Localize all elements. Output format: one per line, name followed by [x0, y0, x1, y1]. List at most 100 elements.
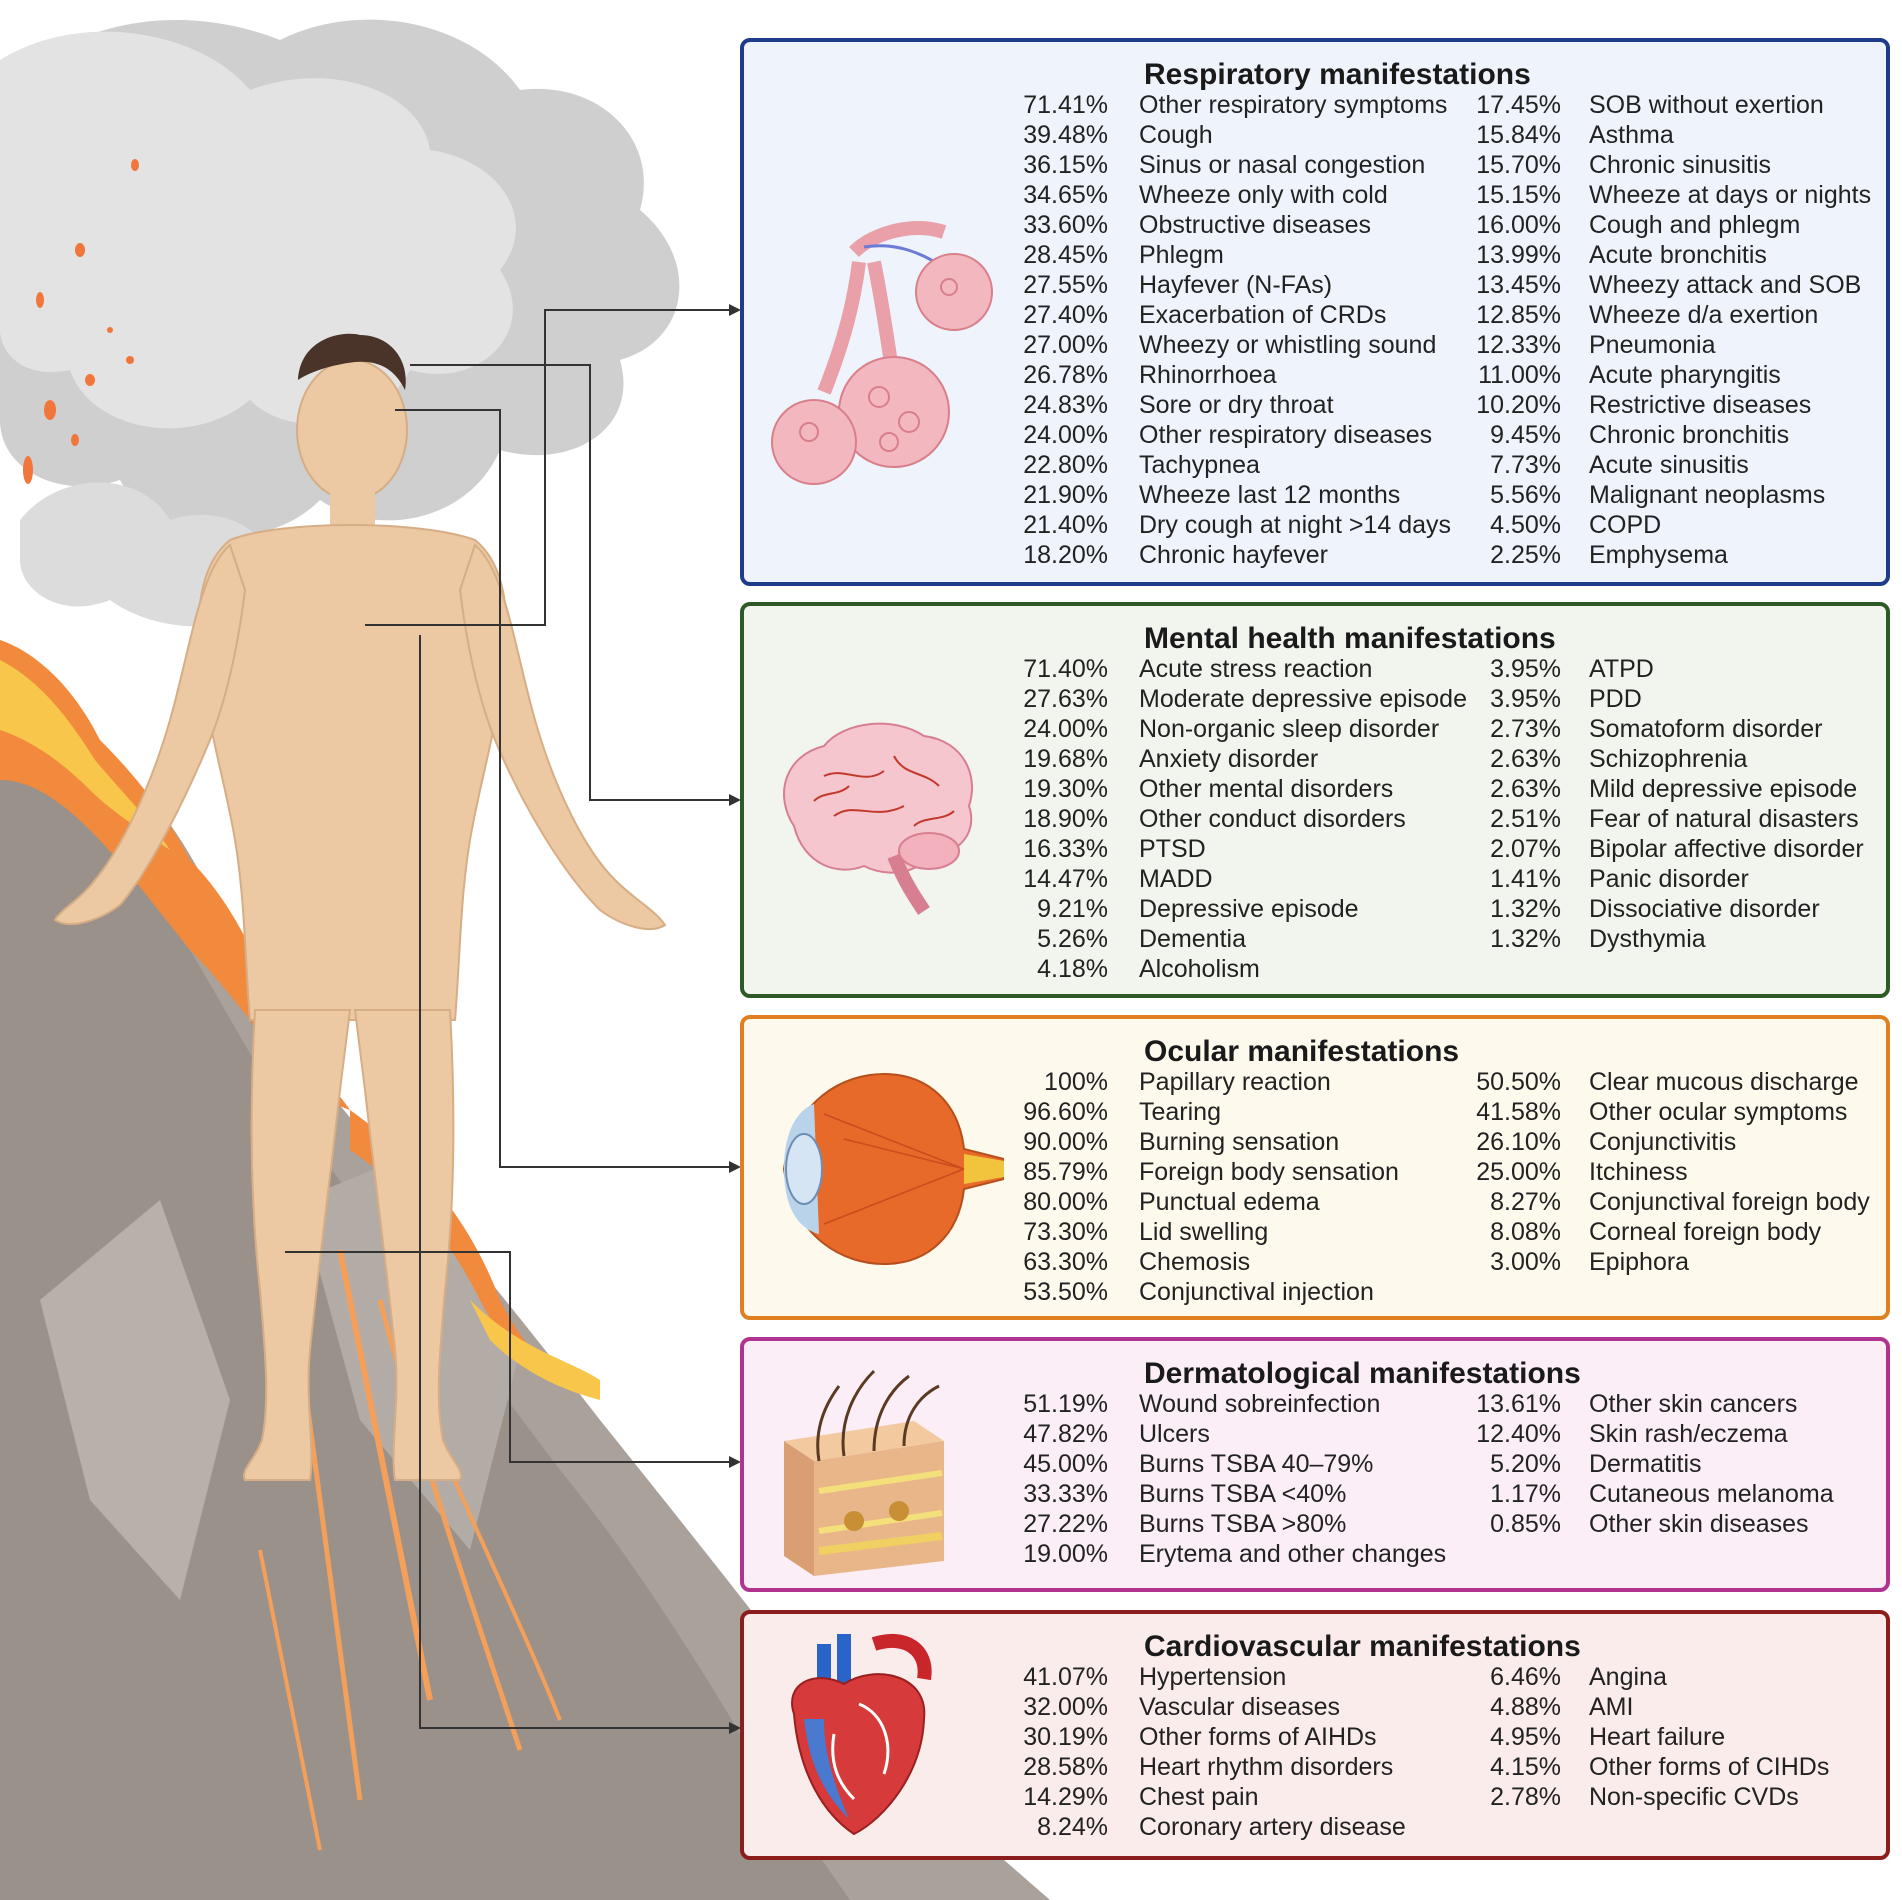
percentage-value: 5.56%: [1490, 481, 1561, 509]
percentage-value: 2.73%: [1490, 715, 1561, 743]
respiratory-left-row: 27.55%Hayfever (N-FAs): [744, 270, 1884, 300]
respiratory-left-row: 24.83%Sore or dry throat: [744, 390, 1884, 420]
respiratory-left-row: 27.40%Exacerbation of CRDs: [744, 300, 1884, 330]
mental-left-row: 71.40%Acute stress reaction: [744, 654, 1884, 684]
percentage-value: 32.00%: [1023, 1693, 1108, 1721]
respiratory-right-row: 13.99%Acute bronchitis: [744, 240, 1884, 270]
manifestation-label: Asthma: [1589, 121, 1674, 149]
ocular-left-row: 63.30%Chemosis: [744, 1247, 1884, 1277]
mental-left-row: 27.63%Moderate depressive episode: [744, 684, 1884, 714]
mental-left-row: 9.21%Depressive episode: [744, 894, 1884, 924]
percentage-value: 2.25%: [1490, 541, 1561, 569]
eye-icon: [782, 1072, 1004, 1266]
respiratory-right-row: 2.25% Emphysema: [744, 540, 1884, 570]
percentage-value: 21.40%: [1023, 511, 1108, 539]
percentage-value: 1.32%: [1490, 925, 1561, 953]
percentage-value: 33.33%: [1023, 1480, 1108, 1508]
manifestation-label: Dermatitis: [1589, 1450, 1702, 1478]
manifestation-label: Other respiratory diseases: [1139, 421, 1433, 449]
manifestation-label: Heart rhythm disorders: [1139, 1753, 1394, 1781]
manifestation-label: Rhinorrhoea: [1139, 361, 1277, 389]
mental-health-panel: Mental health manifestations 71.40%Acute…: [740, 602, 1890, 998]
manifestation-label: Tearing: [1139, 1098, 1221, 1126]
manifestation-label: Erytema and other changes: [1139, 1540, 1447, 1568]
percentage-value: 5.26%: [1037, 925, 1108, 953]
manifestation-label: Restrictive diseases: [1589, 391, 1812, 419]
manifestation-label: Chronic sinusitis: [1589, 151, 1772, 179]
dermatological-left-row: 27.22%Burns TSBA >80%: [744, 1509, 1884, 1539]
percentage-value: 2.51%: [1490, 805, 1561, 833]
cardiovascular-right-row: 2.78%Non-specific CVDs: [744, 1782, 1884, 1812]
percentage-value: 19.00%: [1023, 1540, 1108, 1568]
manifestation-label: Cough and phlegm: [1589, 211, 1801, 239]
percentage-value: 2.78%: [1490, 1783, 1561, 1811]
percentage-value: 36.15%: [1023, 151, 1108, 179]
respiratory-right-row: 12.85%Wheeze d/a exertion: [744, 300, 1884, 330]
manifestation-label: Wheeze d/a exertion: [1589, 301, 1819, 329]
ocular-right-row: 26.10%Conjunctivitis: [744, 1127, 1884, 1157]
human-body-icon: [53, 333, 667, 1481]
manifestation-label: Exacerbation of CRDs: [1139, 301, 1387, 329]
respiratory-right-row: 13.45%Wheezy attack and SOB: [744, 270, 1884, 300]
manifestation-label: Sore or dry throat: [1139, 391, 1334, 419]
dermatological-right-row: 5.20%Dermatitis: [744, 1449, 1884, 1479]
percentage-value: 16.33%: [1023, 835, 1108, 863]
manifestation-label: Lid swelling: [1139, 1218, 1269, 1246]
percentage-value: 63.30%: [1023, 1248, 1108, 1276]
percentage-value: 85.79%: [1023, 1158, 1108, 1186]
respiratory-right-row: 17.45%SOB without exertion: [744, 90, 1884, 120]
mental-left-row: 16.33% PTSD: [744, 834, 1884, 864]
percentage-value: 27.22%: [1023, 1510, 1108, 1538]
dermatological-panel: Dermatological manifestations 51.19%Woun…: [740, 1337, 1890, 1592]
cardiovascular-left-row: 8.24%Coronary artery disease: [744, 1812, 1884, 1842]
manifestation-label: Wound sobreinfection: [1139, 1390, 1381, 1418]
mental-left-row: 24.00%Non-organic sleep disorder: [744, 714, 1884, 744]
manifestation-label: ATPD: [1589, 655, 1654, 683]
cardiovascular-right-row: 4.15%Other forms of CIHDs: [744, 1752, 1884, 1782]
mental-right-row: 1.32%Dissociative disorder: [744, 894, 1884, 924]
cardiovascular-left-row: 41.07%Hypertension: [744, 1662, 1884, 1692]
percentage-value: 7.73%: [1490, 451, 1561, 479]
percentage-value: 71.41%: [1023, 91, 1108, 119]
manifestation-label: Obstructive diseases: [1139, 211, 1372, 239]
manifestation-label: Malignant neoplasms: [1589, 481, 1826, 509]
percentage-value: 34.65%: [1023, 181, 1108, 209]
percentage-value: 1.17%: [1490, 1480, 1561, 1508]
respiratory-left-row: 27.00%Wheezy or whistling sound: [744, 330, 1884, 360]
percentage-value: 51.19%: [1023, 1390, 1108, 1418]
percentage-value: 12.33%: [1476, 331, 1561, 359]
manifestation-label: Depressive episode: [1139, 895, 1359, 923]
manifestation-label: PTSD: [1139, 835, 1206, 863]
mental-right-row: 2.73%Somatoform disorder: [744, 714, 1884, 744]
manifestation-label: Vascular diseases: [1139, 1693, 1341, 1721]
percentage-value: 71.40%: [1023, 655, 1108, 683]
manifestation-label: Epiphora: [1589, 1248, 1690, 1276]
manifestation-label: Alcoholism: [1139, 955, 1260, 983]
connector-arrowheads: [729, 304, 741, 1734]
cardiovascular-right-row: 4.95%Heart failure: [744, 1722, 1884, 1752]
manifestation-label: Burns TSBA 40–79%: [1139, 1450, 1374, 1478]
manifestation-label: Emphysema: [1589, 541, 1728, 569]
percentage-value: 14.29%: [1023, 1783, 1108, 1811]
percentage-value: 8.27%: [1490, 1188, 1561, 1216]
respiratory-left-row: 21.90%Wheeze last 12 months: [744, 480, 1884, 510]
percentage-value: 14.47%: [1023, 865, 1108, 893]
percentage-value: 15.70%: [1476, 151, 1561, 179]
ocular-right-row: 41.58%Other ocular symptoms: [744, 1097, 1884, 1127]
percentage-value: 4.15%: [1490, 1753, 1561, 1781]
mental-right-row: 1.32%Dysthymia: [744, 924, 1884, 954]
mental-right-row: 3.95% ATPD: [744, 654, 1884, 684]
percentage-value: 4.88%: [1490, 1693, 1561, 1721]
percentage-value: 16.00%: [1476, 211, 1561, 239]
manifestation-label: Pneumonia: [1589, 331, 1716, 359]
manifestation-label: Mild depressive episode: [1589, 775, 1858, 803]
percentage-value: 6.46%: [1490, 1663, 1561, 1691]
percentage-value: 39.48%: [1023, 121, 1108, 149]
manifestation-label: MADD: [1139, 865, 1213, 893]
manifestation-label: Burning sensation: [1139, 1128, 1340, 1156]
manifestation-label: Other conduct disorders: [1139, 805, 1406, 833]
respiratory-right-row: 5.56% Malignant neoplasms: [744, 480, 1884, 510]
respiratory-left-row: 39.48%Cough: [744, 120, 1884, 150]
percentage-value: 3.95%: [1490, 655, 1561, 683]
manifestation-label: Dementia: [1139, 925, 1246, 953]
